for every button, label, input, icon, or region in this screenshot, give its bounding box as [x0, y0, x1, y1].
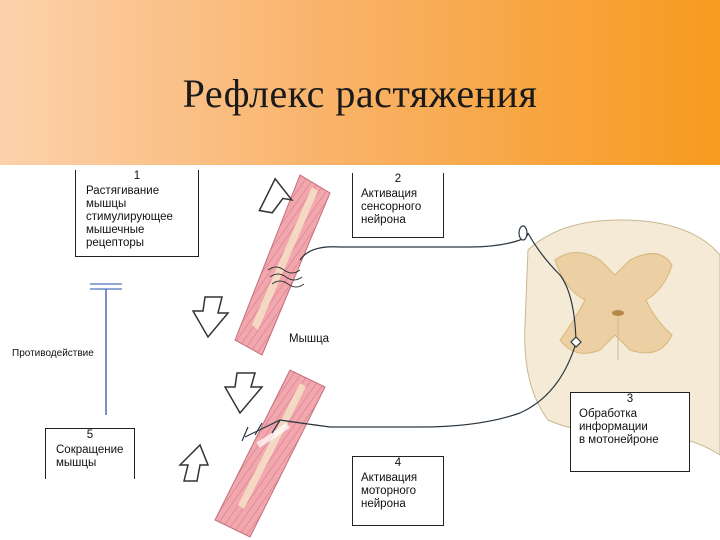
step-3-box: 3 Обработка информации в мотонейроне: [570, 392, 690, 472]
step-3-number: 3: [571, 393, 689, 406]
contraction-arrow-up-icon: [180, 445, 208, 481]
title-banner: Рефлекс растяжения: [0, 0, 720, 165]
step-1-text: Растягивание мышцы стимулирующее мышечны…: [76, 185, 198, 250]
step-1-number: 1: [76, 170, 198, 183]
step-3-text: Обработка информации в мотонейроне: [571, 408, 689, 447]
page-title: Рефлекс растяжения: [0, 70, 720, 117]
step-5-box: 5 Сокращение мышцы: [45, 428, 135, 479]
counteraction-label: Противодействие: [12, 348, 94, 359]
upper-muscle: [235, 175, 330, 355]
step-4-box: 4 Активация моторного нейрона: [352, 456, 444, 526]
step-1-box: 1 Растягивание мышцы стимулирующее мышеч…: [75, 170, 199, 257]
step-5-text: Сокращение мышцы: [46, 444, 134, 470]
step-4-number: 4: [353, 457, 443, 470]
step-2-box: 2 Активация сенсорного нейрона: [352, 173, 444, 238]
muscle-label: Мышца: [289, 333, 329, 345]
step-5-number: 5: [46, 429, 134, 442]
step-2-text: Активация сенсорного нейрона: [353, 188, 443, 227]
step-2-number: 2: [353, 173, 443, 186]
stretch-arrow-down-icon: [193, 297, 228, 337]
counteraction-connector: [90, 284, 122, 415]
step-4-text: Активация моторного нейрона: [353, 472, 443, 511]
contraction-arrow-down-icon: [225, 373, 262, 413]
